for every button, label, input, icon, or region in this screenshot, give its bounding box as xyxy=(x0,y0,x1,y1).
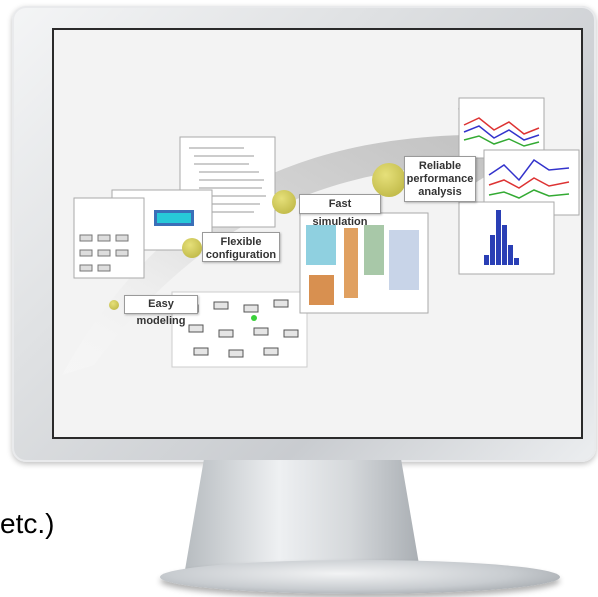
step-label-reliable-performance-analysis: Reliable performance analysis xyxy=(404,156,476,202)
monitor-stand-neck xyxy=(185,460,420,570)
step-label-easy-modeling: Easy modeling xyxy=(124,295,198,327)
histogram-thumbnail xyxy=(458,201,555,275)
step-dot-2 xyxy=(182,238,202,258)
schematic-thumbnail-left xyxy=(73,197,145,279)
step-dot-4 xyxy=(372,163,406,197)
step-dot-3 xyxy=(272,190,296,214)
step-label-flexible-configuration: Flexible configuration xyxy=(202,232,280,262)
line-chart-thumbnail-1 xyxy=(458,97,545,159)
monitor-frame: Easy modeling Flexible configuration Fas… xyxy=(12,6,596,462)
monitor-screen: Easy modeling Flexible configuration Fas… xyxy=(52,28,583,439)
monitor-stand-base xyxy=(160,560,560,594)
caption-text: etc.) xyxy=(0,508,55,539)
step-dot-1 xyxy=(109,300,119,310)
step-label-fast-simulation: Fast simulation xyxy=(299,194,381,228)
workflow-illustration xyxy=(62,97,580,375)
simulation-thumbnail xyxy=(299,212,429,314)
